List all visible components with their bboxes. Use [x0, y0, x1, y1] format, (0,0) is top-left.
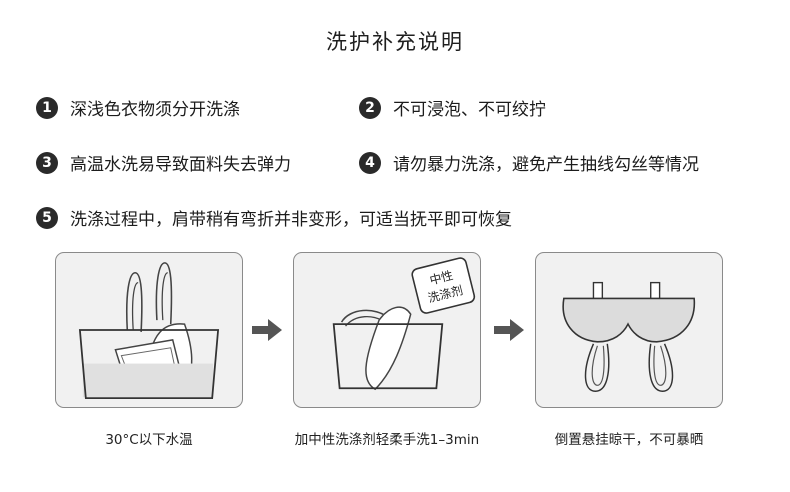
note-2: 2 不可浸泡、不可绞拧: [359, 95, 546, 120]
step-1-illustration: [55, 252, 243, 408]
step-2-caption: 加中性洗涤剂轻柔手洗1–3min: [294, 432, 480, 448]
number-badge-1: 1: [36, 96, 58, 119]
number-badge-5: 5: [36, 206, 58, 229]
note-4: 4 请勿暴力洗涤，避免产生抽线勾丝等情况: [359, 150, 699, 175]
number-badge-4: 4: [359, 151, 381, 174]
page-title: 洗护补充说明: [326, 30, 464, 54]
note-text-3: 高温水洗易导致面料失去弹力: [70, 155, 291, 175]
number-badge-3: 3: [36, 151, 58, 174]
detergent-label-1: 中性: [428, 268, 455, 287]
note-5: 5 洗涤过程中，肩带稍有弯折并非变形，可适当抚平即可恢复: [36, 205, 512, 230]
note-text-2: 不可浸泡、不可绞拧: [393, 100, 546, 120]
note-text-1: 深浅色衣物须分开洗涤: [70, 100, 240, 120]
number-badge-2: 2: [359, 96, 381, 119]
note-text-5: 洗涤过程中，肩带稍有弯折并非变形，可适当抚平即可恢复: [70, 210, 512, 230]
arrow-right-icon: [252, 319, 282, 341]
note-1: 1 深浅色衣物须分开洗涤: [36, 95, 240, 120]
step-1-caption: 30°C以下水温: [105, 432, 193, 448]
step-3-caption: 倒置悬挂晾干，不可暴晒: [554, 432, 704, 448]
note-text-4: 请勿暴力洗涤，避免产生抽线勾丝等情况: [393, 155, 699, 175]
note-3: 3 高温水洗易导致面料失去弹力: [36, 150, 291, 175]
arrow-right-icon: [494, 319, 524, 341]
step-2-illustration: 中性 洗涤剂: [293, 252, 481, 408]
step-3-illustration: [535, 252, 723, 408]
hand-wash-icon: 中性 洗涤剂: [332, 257, 476, 391]
hang-dry-icon: [562, 281, 696, 392]
basin-water-icon: [78, 262, 220, 400]
